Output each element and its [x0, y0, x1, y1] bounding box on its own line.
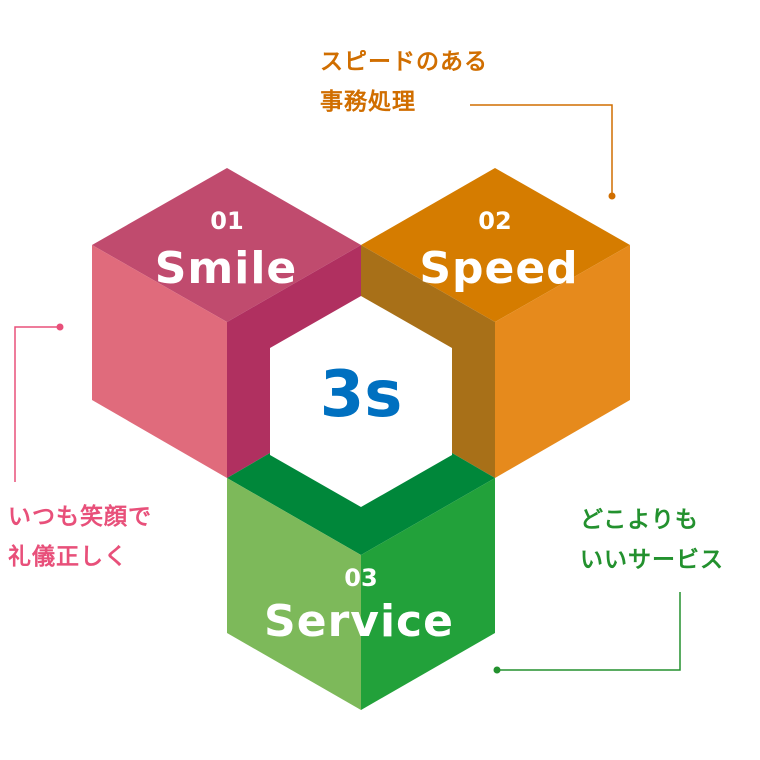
callout-smile: いつも笑顔で 礼儀正しく — [8, 497, 152, 577]
smile-title: Smile — [154, 243, 298, 294]
service-left-face — [227, 478, 361, 710]
callout-line: いいサービス — [580, 547, 724, 573]
speed-top-face — [361, 168, 630, 322]
callout-line: スピードのある — [320, 49, 488, 75]
service-number: 03 — [344, 564, 378, 592]
smile-top-face — [92, 168, 361, 322]
speed-number: 02 — [478, 207, 512, 235]
cube-service — [227, 400, 495, 710]
leader-line-smile — [14, 323, 64, 482]
leader-line-speed — [470, 104, 616, 200]
smile-left-face — [92, 245, 227, 478]
center-hexagon — [270, 296, 452, 507]
speed-title: Speed — [419, 243, 579, 294]
callout-line: 礼儀正しく — [8, 544, 128, 570]
service-title: Service — [264, 596, 454, 647]
leader-line-service — [493, 592, 681, 674]
callout-line: いつも笑顔で — [8, 504, 152, 530]
callout-speed: スピードのある 事務処理 — [320, 42, 488, 122]
callout-line: どこよりも — [580, 507, 699, 533]
center-label: 3s — [319, 358, 403, 432]
callout-line: 事務処理 — [320, 89, 416, 115]
callout-service: どこよりも いいサービス — [580, 500, 724, 580]
speed-right-face — [495, 245, 630, 478]
smile-number: 01 — [210, 207, 244, 235]
service-right-face — [361, 478, 495, 710]
